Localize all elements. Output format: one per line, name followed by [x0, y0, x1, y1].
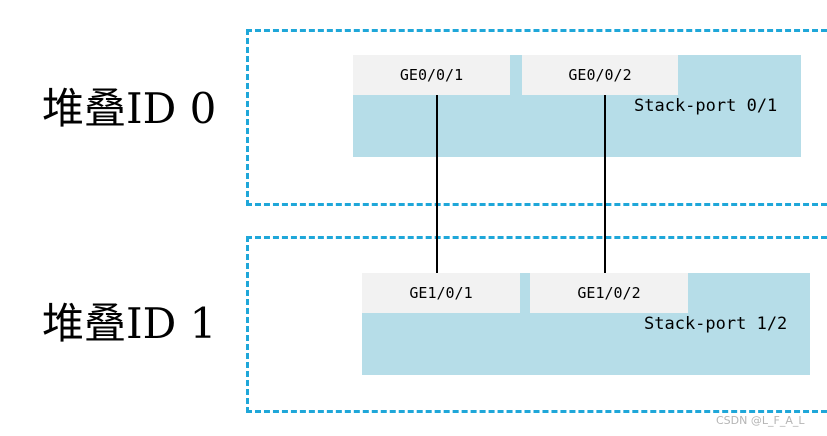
- port-ge0-0-2: GE0/0/2: [522, 55, 678, 95]
- port-ge1-0-1: GE1/0/1: [362, 273, 520, 313]
- stack-id-0-label: 堆叠ID 0: [42, 84, 217, 133]
- stack-id-1-label: 堆叠ID 1: [42, 299, 217, 348]
- stack-member-0-boundary: [246, 29, 827, 206]
- stack-port-0-1-label: Stack-port 0/1: [634, 96, 778, 116]
- port-ge0-0-1: GE0/0/1: [353, 55, 510, 95]
- stack-port-1-2-label: Stack-port 1/2: [644, 314, 788, 334]
- stack-cable-1: [436, 95, 438, 273]
- port-ge1-0-2: GE1/0/2: [530, 273, 688, 313]
- stack-member-1-boundary: [246, 236, 827, 413]
- watermark: CSDN @L_F_A_L: [716, 414, 805, 427]
- stack-cable-2: [604, 95, 606, 273]
